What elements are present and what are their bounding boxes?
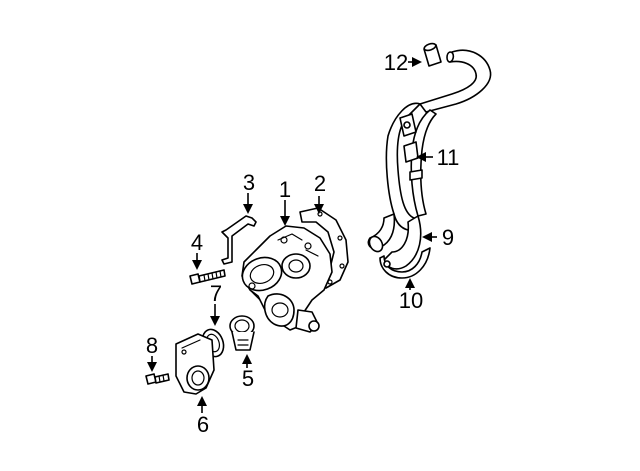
callout-labels: 1 2 3 4 5 6 7 8 9 10 11 12 (146, 50, 460, 437)
callout-7: 7 (210, 281, 222, 306)
part-5-thermostat[interactable] (229, 315, 255, 351)
callout-3: 3 (243, 170, 255, 195)
callout-6: 6 (197, 412, 209, 437)
callout-12: 12 (384, 50, 408, 75)
part-12-plug[interactable] (423, 42, 442, 67)
part-1-water-pump[interactable] (238, 225, 333, 333)
callout-8: 8 (146, 333, 158, 358)
callout-5: 5 (242, 366, 254, 391)
callout-11: 11 (437, 145, 460, 170)
part-3-bracket[interactable] (221, 215, 257, 265)
part-8-bolt[interactable] (145, 373, 170, 385)
part-4-bolt[interactable] (189, 269, 226, 285)
callout-10: 10 (399, 288, 423, 313)
callout-2: 2 (314, 171, 326, 196)
callout-1: 1 (279, 177, 291, 202)
leader-lines (147, 57, 437, 413)
part-9-11-hose-assembly[interactable] (367, 49, 492, 279)
callout-4: 4 (191, 230, 203, 255)
part-6-housing[interactable] (175, 333, 215, 395)
callout-9: 9 (442, 225, 454, 250)
